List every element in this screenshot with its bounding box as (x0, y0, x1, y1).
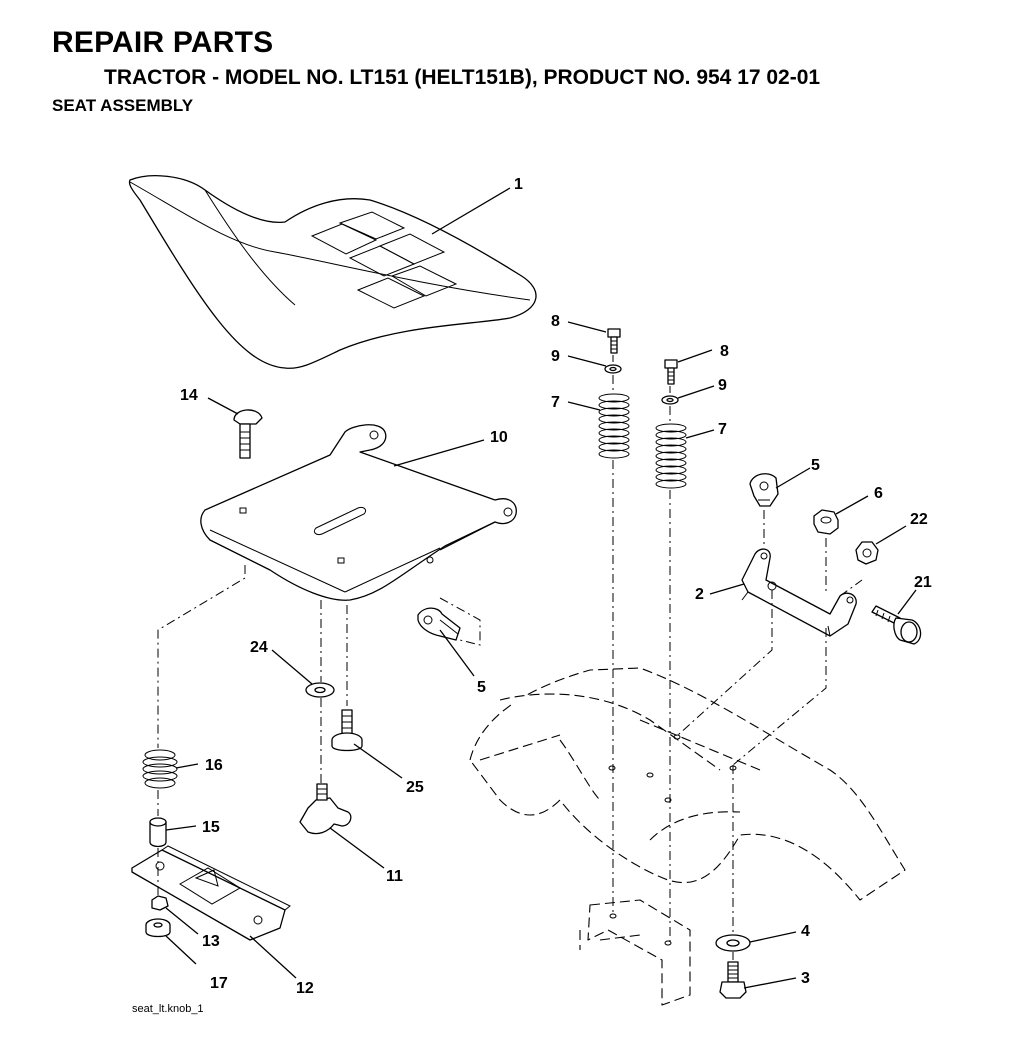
callout-22: 22 (910, 511, 928, 528)
section-title: SEAT ASSEMBLY (52, 96, 194, 115)
callout-14: 14 (180, 387, 198, 404)
page-title: REPAIR PARTS (52, 26, 274, 59)
assembly-center-lines (157, 355, 863, 960)
callout-1: 1 (514, 176, 523, 193)
nut-13 (151, 895, 169, 911)
callout-13: 13 (202, 933, 220, 950)
callout-6: 6 (874, 485, 883, 502)
callout-16: 16 (205, 757, 223, 774)
callout-9-right: 9 (718, 377, 727, 394)
flange-bolt-21 (871, 605, 922, 645)
hex-nut-6 (813, 509, 839, 535)
callout-10: 10 (490, 429, 508, 446)
callout-7-left: 7 (551, 394, 560, 411)
callout-11: 11 (386, 868, 403, 885)
callout-7-right: 7 (718, 421, 727, 438)
seat-bracket (741, 548, 857, 637)
washer-9-left (604, 364, 622, 374)
spring-16 (142, 749, 178, 789)
flange-nut-17 (145, 918, 171, 938)
callout-4: 4 (801, 923, 810, 940)
callout-21: 21 (914, 574, 932, 591)
callout-17: 17 (210, 975, 228, 992)
hex-nut-22 (855, 541, 879, 565)
hex-bolt-3 (719, 961, 747, 999)
washer-4 (715, 934, 751, 952)
callout-5-right: 5 (811, 457, 820, 474)
tractor-frame-phantom (469, 667, 906, 1006)
model-subtitle: TRACTOR - MODEL NO. LT151 (HELT151B), PR… (104, 66, 821, 89)
seat-pan (200, 424, 517, 601)
seat-switch-left (417, 597, 481, 646)
callout-9-left: 9 (551, 348, 560, 365)
callout-labels: 1 14 10 5 24 25 11 16 15 12 13 17 8 9 7 … (180, 176, 932, 997)
slide-plate (131, 845, 291, 941)
bolt-8-right (664, 359, 678, 385)
spring-7-left (598, 393, 630, 459)
spring-7-right (655, 423, 687, 489)
bolt-8-left (607, 328, 621, 354)
carriage-bolt (233, 409, 263, 459)
callout-24: 24 (250, 639, 268, 656)
callout-5-left: 5 (477, 679, 486, 696)
callout-12: 12 (296, 980, 314, 997)
seat (128, 175, 537, 369)
callout-25: 25 (406, 779, 424, 796)
callout-2: 2 (695, 586, 704, 603)
leader-lines (165, 187, 917, 989)
figure-id: seat_lt.knob_1 (132, 1003, 204, 1015)
spacer (149, 817, 167, 848)
seat-switch-right (749, 473, 779, 507)
shoulder-bolt (331, 709, 363, 752)
callout-8-right: 8 (720, 343, 729, 360)
callout-15: 15 (202, 819, 220, 836)
callout-3: 3 (801, 970, 810, 987)
washer-9-right (661, 395, 679, 405)
washer-24 (305, 682, 335, 698)
callout-8-left: 8 (551, 313, 560, 330)
adjustment-knob (299, 783, 352, 835)
